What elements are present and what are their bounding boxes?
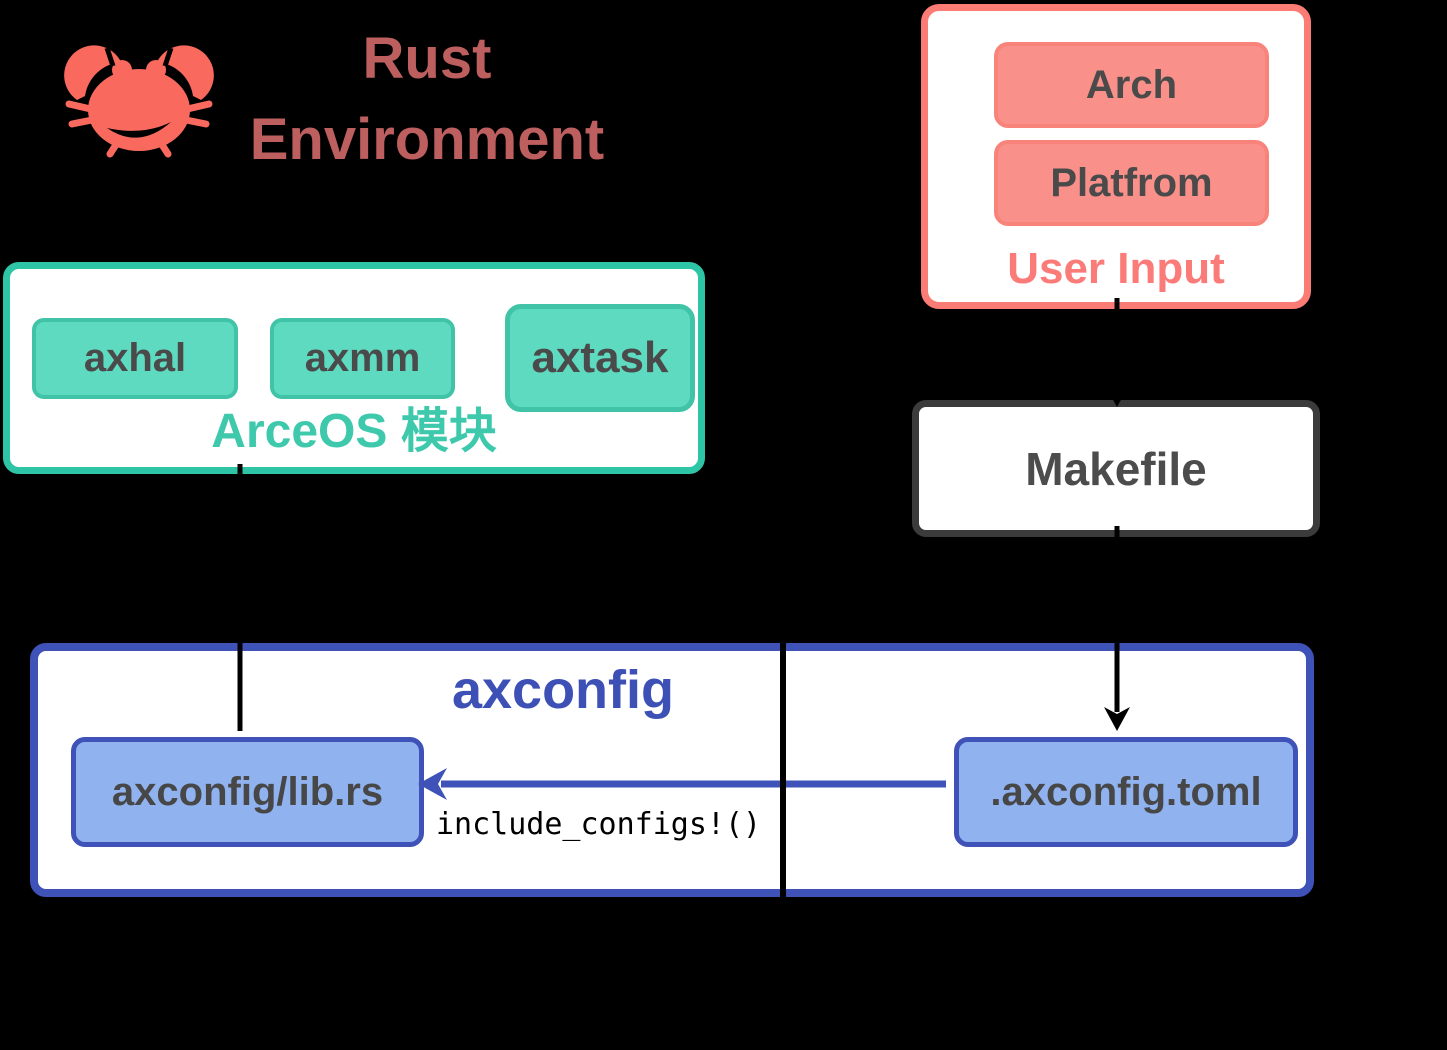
axtask-node-label: axtask [531, 333, 669, 382]
axconfig-group: axconfig axconfig/lib.rs .axconfig.toml … [30, 643, 1314, 897]
axconfig-librs-label: axconfig/lib.rs [111, 769, 384, 814]
arch-node-label: Arch [1085, 62, 1178, 107]
axhal-node: axhal [32, 318, 238, 399]
arceos-group: axhal axmm axtask ArceOS 模块 [3, 262, 705, 474]
axmm-node: axmm [270, 318, 455, 399]
connector-userinput-to-makefile [1105, 298, 1129, 407]
arch-node: Arch [994, 42, 1269, 128]
rust-environment-title: Rust Environment [222, 18, 632, 180]
rust-title-line2: Environment [249, 107, 605, 172]
axtask-node: axtask [505, 304, 695, 412]
axconfig-toml-label: .axconfig.toml [990, 769, 1262, 814]
axhal-node-label: axhal [83, 336, 187, 380]
axconfig-librs-node: axconfig/lib.rs [71, 737, 424, 847]
platform-node: Platfrom [994, 140, 1269, 226]
axconfig-toml-node: .axconfig.toml [954, 737, 1298, 847]
user-input-group: Arch Platfrom User Input [921, 4, 1311, 309]
crab-icon [55, 36, 223, 158]
user-input-label: User Input [1007, 244, 1225, 293]
makefile-node-label: Makefile [1025, 442, 1207, 495]
platform-node-label: Platfrom [1050, 160, 1213, 205]
makefile-node: Makefile [912, 400, 1320, 537]
axconfig-title: axconfig [451, 660, 675, 720]
include-configs-label: include_configs!() [436, 807, 762, 842]
rust-title-line1: Rust [362, 26, 492, 91]
arceos-group-label: ArceOS 模块 [211, 405, 497, 458]
axmm-node-label: axmm [304, 336, 421, 380]
